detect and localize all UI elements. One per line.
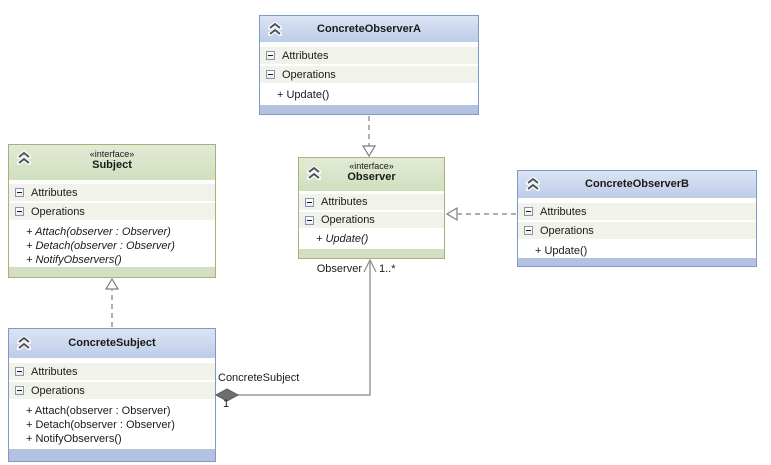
- collapse-minus-icon[interactable]: [266, 51, 275, 60]
- collapse-chevron-icon[interactable]: [306, 165, 322, 181]
- class-box-concreteobservera[interactable]: ConcreteObserverA Attributes Operations …: [259, 15, 479, 115]
- class-title: Subject: [92, 159, 132, 171]
- operations-section[interactable]: Operations: [518, 222, 756, 239]
- class-header: «interface» Observer: [299, 158, 444, 191]
- collapse-minus-icon[interactable]: [15, 386, 24, 395]
- collapse-minus-icon[interactable]: [305, 197, 314, 207]
- collapse-minus-icon[interactable]: [266, 70, 275, 79]
- operation-item[interactable]: + Detach(observer : Observer): [26, 240, 175, 252]
- operations-list: + Update(): [260, 85, 478, 102]
- operation-item[interactable]: + Attach(observer : Observer): [26, 405, 171, 417]
- stereotype-label: «interface»: [89, 149, 135, 159]
- operations-list: + Update(): [518, 241, 756, 258]
- header-spacer: [9, 180, 215, 184]
- operation-item[interactable]: + NotifyObservers(): [26, 254, 122, 266]
- class-box-subject[interactable]: «interface» Subject Attributes Operation…: [8, 144, 216, 278]
- operations-section[interactable]: Operations: [260, 66, 478, 83]
- operation-item[interactable]: + Detach(observer : Observer): [26, 419, 175, 431]
- operations-section[interactable]: Operations: [299, 212, 444, 228]
- attributes-section[interactable]: Attributes: [260, 47, 478, 64]
- collapse-chevron-icon[interactable]: [16, 150, 32, 166]
- attributes-label: Attributes: [31, 186, 78, 199]
- realization-arrow-concreteobservera-to-observer[interactable]: [361, 116, 377, 158]
- operations-label: Operations: [31, 384, 85, 397]
- attributes-section[interactable]: Attributes: [9, 363, 215, 380]
- class-footer-strip: [260, 104, 478, 114]
- aggregation-association-concretesubject-to-observer[interactable]: [214, 258, 377, 402]
- header-spacer: [299, 191, 444, 194]
- association-source-multiplicity-label[interactable]: 1: [223, 398, 230, 410]
- class-box-observer[interactable]: «interface» Observer Attributes Operatio…: [298, 157, 445, 259]
- operations-list: + Attach(observer : Observer) + Detach(o…: [9, 401, 215, 446]
- class-header: ConcreteObserverB: [518, 171, 756, 198]
- operation-item[interactable]: + Update(): [277, 89, 330, 101]
- header-spacer: [9, 358, 215, 363]
- attributes-section[interactable]: Attributes: [9, 184, 215, 201]
- collapse-chevron-icon[interactable]: [16, 335, 32, 351]
- stereotype-label: «interface»: [349, 161, 394, 171]
- class-footer-strip: [299, 248, 444, 258]
- attributes-label: Attributes: [31, 365, 78, 378]
- class-footer-strip: [518, 257, 756, 266]
- operation-item[interactable]: + Attach(observer : Observer): [26, 226, 171, 238]
- operations-list: + Update(): [299, 230, 444, 246]
- collapse-minus-icon[interactable]: [524, 226, 533, 235]
- operations-label: Operations: [321, 214, 375, 226]
- class-box-concreteobserverb[interactable]: ConcreteObserverB Attributes Operations …: [517, 170, 757, 267]
- operations-section[interactable]: Operations: [9, 203, 215, 220]
- class-box-concretesubject[interactable]: ConcreteSubject Attributes Operations + …: [8, 328, 216, 462]
- collapse-minus-icon[interactable]: [15, 188, 24, 197]
- open-arrowhead: [363, 258, 377, 273]
- collapse-minus-icon[interactable]: [15, 367, 24, 376]
- collapse-chevron-icon[interactable]: [525, 176, 541, 192]
- attributes-label: Attributes: [321, 196, 368, 208]
- class-footer-strip: [9, 266, 215, 277]
- operations-label: Operations: [282, 68, 336, 81]
- association-source-role-label[interactable]: ConcreteSubject: [218, 372, 300, 384]
- class-title: ConcreteObserverA: [317, 23, 421, 35]
- operations-label: Operations: [31, 205, 85, 218]
- class-header: «interface» Subject: [9, 145, 215, 180]
- operation-item[interactable]: + NotifyObservers(): [26, 433, 122, 445]
- class-title: ConcreteSubject: [68, 337, 156, 349]
- collapse-chevron-icon[interactable]: [267, 21, 283, 37]
- collapse-minus-icon[interactable]: [524, 207, 533, 216]
- operations-section[interactable]: Operations: [9, 382, 215, 399]
- operations-label: Operations: [540, 224, 594, 237]
- attributes-section[interactable]: Attributes: [299, 194, 444, 210]
- attributes-section[interactable]: Attributes: [518, 203, 756, 220]
- class-header: ConcreteObserverA: [260, 16, 478, 42]
- class-title: Observer: [347, 171, 396, 183]
- class-footer-strip: [9, 448, 215, 461]
- class-title: ConcreteObserverB: [585, 178, 689, 190]
- operation-item[interactable]: + Update(): [316, 233, 369, 245]
- collapse-minus-icon[interactable]: [305, 215, 314, 225]
- realization-arrow-concreteobserverb-to-observer[interactable]: [445, 206, 516, 222]
- association-target-role-label[interactable]: Observer: [316, 263, 362, 275]
- association-target-multiplicity-label[interactable]: 1..*: [379, 263, 396, 275]
- header-spacer: [260, 42, 478, 47]
- attributes-label: Attributes: [282, 49, 329, 62]
- realization-arrow-concretesubject-to-subject[interactable]: [104, 277, 120, 327]
- attributes-label: Attributes: [540, 205, 587, 218]
- class-header: ConcreteSubject: [9, 329, 215, 358]
- collapse-minus-icon[interactable]: [15, 207, 24, 216]
- operation-item[interactable]: + Update(): [535, 245, 588, 257]
- aggregation-diamond: [214, 388, 240, 402]
- header-spacer: [518, 198, 756, 203]
- operations-list: + Attach(observer : Observer) + Detach(o…: [9, 222, 215, 267]
